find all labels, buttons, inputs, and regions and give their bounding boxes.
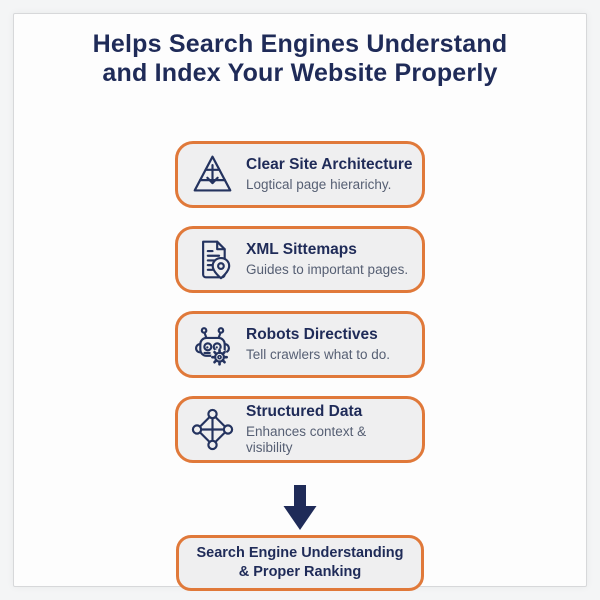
feature-card-subtitle: Enhances context & visibility (246, 424, 367, 455)
feature-card-site-architecture: Clear Site Architecture Logtical page hi… (175, 141, 425, 208)
page-title: Helps Search Engines Understand and Inde… (14, 30, 586, 88)
feature-card-robots-directives: Robots Directives Tell crawlers what to … (175, 311, 425, 378)
feature-card-text: Clear Site Architecture Logtical page hi… (246, 156, 419, 193)
result-card: Search Engine Understanding & Proper Ran… (176, 535, 424, 591)
feature-card-xml-sitemaps: XML Sittemaps Guides to important pages. (175, 226, 425, 293)
document-location-pin-icon (189, 237, 235, 283)
feature-card-title: Robots Directives (246, 326, 378, 343)
feature-card-text: Robots Directives Tell crawlers what to … (246, 326, 396, 363)
robot-gear-icon (189, 322, 235, 368)
page-title-line1: Helps Search Engines Understand (92, 30, 508, 58)
flow-arrow (282, 485, 318, 531)
feature-card-subtitle: Guides to important pages. (246, 262, 409, 277)
feature-card-title: XML Sittemaps (246, 241, 357, 258)
feature-card-text: Structured Data Enhances context & visib… (246, 403, 422, 456)
result-card-line2: & Proper Ranking (238, 564, 362, 580)
down-arrow-icon (282, 485, 318, 531)
pyramid-hierarchy-icon (189, 152, 235, 198)
feature-card-text: XML Sittemaps Guides to important pages. (246, 241, 414, 278)
result-card-line1: Search Engine Understanding (196, 545, 404, 561)
page-title-line2: and Index Your Website Properly (102, 59, 498, 87)
feature-card-title: Clear Site Architecture (246, 156, 413, 173)
feature-card-subtitle: Logtical page hierarichy. (246, 177, 392, 192)
network-nodes-icon (189, 407, 235, 453)
feature-card-title: Structured Data (246, 403, 363, 420)
feature-card-structured-data: Structured Data Enhances context & visib… (175, 396, 425, 463)
feature-card-stack: Clear Site Architecture Logtical page hi… (175, 141, 425, 591)
feature-card-subtitle: Tell crawlers what to do. (246, 347, 391, 362)
infographic-frame: Helps Search Engines Understand and Inde… (13, 13, 587, 591)
